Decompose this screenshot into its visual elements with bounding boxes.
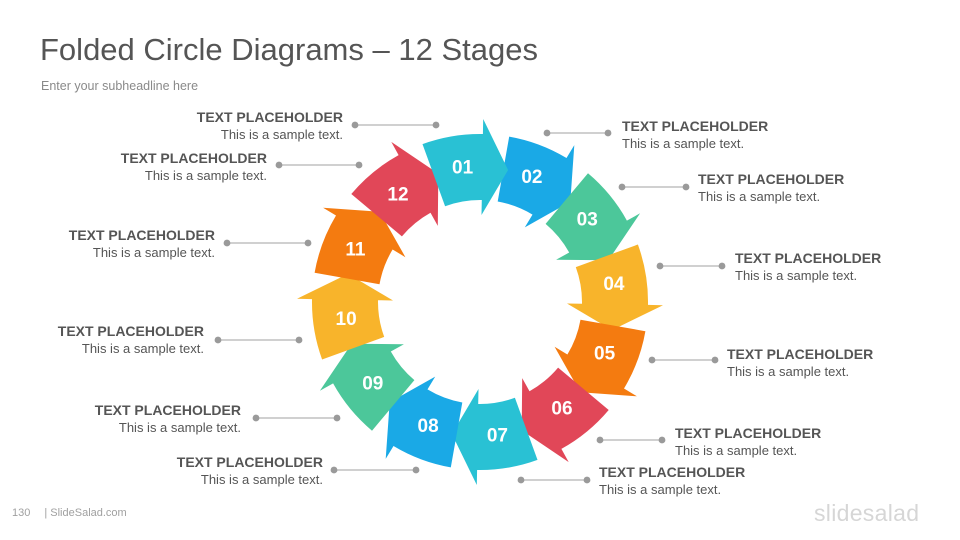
stage-number-11: 11 [345, 240, 366, 261]
stage-arrow-01 [422, 119, 509, 215]
connector-dot [648, 356, 656, 364]
connector-dot [295, 336, 303, 344]
stage-number-07: 07 [487, 425, 508, 446]
stage-number-08: 08 [418, 416, 439, 437]
callout-heading: TEXT PLACEHOLDER [735, 250, 882, 266]
callout-body: This is a sample text. [675, 443, 798, 458]
stage-number-03: 03 [577, 210, 598, 231]
connector-dot [658, 436, 666, 444]
stage-number-10: 10 [336, 309, 357, 330]
callout-body: This is a sample text. [144, 168, 267, 183]
stage-arrow-05 [554, 319, 646, 397]
callout-heading: TEXT PLACEHOLDER [727, 346, 874, 362]
connector-dot [304, 239, 312, 247]
callout-stage-02: TEXT PLACEHOLDER This is a sample text. [622, 118, 882, 152]
callout-stage-10: TEXT PLACEHOLDER This is a sample text. [0, 323, 204, 357]
callout-heading: TEXT PLACEHOLDER [176, 454, 323, 470]
connector-dot [604, 129, 612, 137]
connector-dot [333, 414, 341, 422]
callout-body: This is a sample text. [698, 189, 821, 204]
stage-number-12: 12 [387, 184, 408, 205]
callout-body: This is a sample text. [92, 245, 215, 260]
stage-arrow-08 [385, 376, 463, 468]
callout-stage-07: TEXT PLACEHOLDER This is a sample text. [599, 464, 859, 498]
connector-dot [351, 121, 359, 129]
connector-dot [718, 262, 726, 270]
callout-heading: TEXT PLACEHOLDER [599, 464, 746, 480]
connector-dot [275, 161, 283, 169]
connector-dot [596, 436, 604, 444]
connector-dot [656, 262, 664, 270]
callout-body: This is a sample text. [200, 472, 323, 487]
footer-site: | SlideSalad.com [44, 507, 127, 519]
callout-heading: TEXT PLACEHOLDER [698, 171, 845, 187]
stage-arrow-12 [351, 141, 439, 237]
connector-dot [412, 466, 420, 474]
connector-dot [252, 414, 260, 422]
brand-logo: slidesalad [814, 500, 920, 526]
callout-heading: TEXT PLACEHOLDER [120, 150, 267, 166]
callout-stage-05: TEXT PLACEHOLDER This is a sample text. [727, 346, 960, 380]
stage-arrow-03 [545, 173, 641, 261]
connector-dot [330, 466, 338, 474]
callout-body: This is a sample text. [622, 136, 745, 151]
connector-dot [711, 356, 719, 364]
page-number: 130 [12, 507, 31, 519]
ring-arrows: 01 02 03 04 05 06 07 08 09 10 11 12 [297, 119, 663, 485]
callout-body: This is a sample text. [599, 482, 722, 497]
callout-heading: TEXT PLACEHOLDER [196, 109, 343, 125]
callout-stage-12: TEXT PLACEHOLDER This is a sample text. [7, 150, 267, 184]
stage-number-06: 06 [551, 399, 572, 420]
stage-number-01: 01 [452, 158, 474, 179]
callout-stage-06: TEXT PLACEHOLDER This is a sample text. [675, 425, 935, 459]
connector-dot [432, 121, 440, 129]
callout-body: This is a sample text. [81, 341, 204, 356]
connector-dot [517, 476, 525, 484]
stage-arrow-04 [567, 244, 663, 331]
callout-heading: TEXT PLACEHOLDER [675, 425, 822, 441]
callout-stage-03: TEXT PLACEHOLDER This is a sample text. [698, 171, 958, 205]
callout-body: This is a sample text. [735, 268, 858, 283]
stage-number-09: 09 [362, 374, 383, 395]
callout-stage-01: TEXT PLACEHOLDER This is a sample text. [83, 109, 343, 143]
connector-dot [583, 476, 591, 484]
callout-heading: TEXT PLACEHOLDER [68, 227, 215, 243]
callout-body: This is a sample text. [220, 127, 343, 142]
connector-dot [682, 183, 690, 191]
connector-dot [543, 129, 551, 137]
callout-body: This is a sample text. [118, 420, 241, 435]
callout-stage-09: TEXT PLACEHOLDER This is a sample text. [0, 402, 241, 436]
callout-body: This is a sample text. [727, 364, 850, 379]
connector-dot [618, 183, 626, 191]
stage-number-02: 02 [521, 167, 542, 188]
callout-heading: TEXT PLACEHOLDER [94, 402, 241, 418]
callout-stage-08: TEXT PLACEHOLDER This is a sample text. [63, 454, 323, 488]
callout-heading: TEXT PLACEHOLDER [57, 323, 204, 339]
callout-stage-11: TEXT PLACEHOLDER This is a sample text. [0, 227, 215, 261]
stage-arrow-02 [497, 136, 575, 228]
stage-number-04: 04 [603, 274, 625, 295]
stage-number-05: 05 [594, 343, 616, 364]
connector-dot [214, 336, 222, 344]
slide-subtitle: Enter your subheadline here [41, 79, 199, 93]
connector-dot [355, 161, 363, 169]
connector-dot [223, 239, 231, 247]
stage-arrow-09 [319, 343, 415, 431]
stage-arrow-11 [314, 207, 406, 285]
slide-title: Folded Circle Diagrams – 12 Stages [40, 32, 538, 67]
connector-lines [214, 121, 726, 484]
stage-arrow-10 [297, 273, 393, 360]
callout-heading: TEXT PLACEHOLDER [622, 118, 769, 134]
stage-arrow-06 [521, 367, 609, 463]
footer: 130 | SlideSalad.com [12, 507, 127, 519]
stage-arrow-07 [451, 389, 538, 485]
callout-stage-04: TEXT PLACEHOLDER This is a sample text. [735, 250, 960, 284]
